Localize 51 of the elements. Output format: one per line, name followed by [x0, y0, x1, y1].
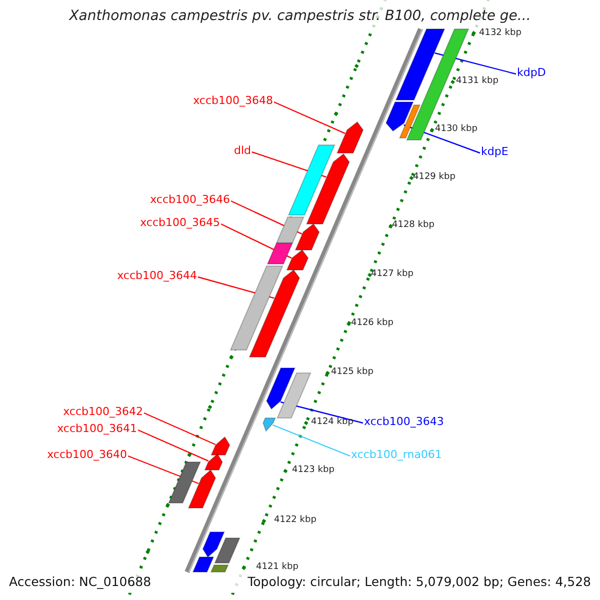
- gene-feature: [248, 269, 300, 358]
- scale-label: 4126 kbp: [351, 319, 394, 328]
- scale-label: 4121 kbp: [256, 563, 298, 572]
- scale-label: 4130 kbp: [435, 125, 478, 134]
- gene-feature: [286, 249, 309, 270]
- scale-label: 4124 kbp: [311, 418, 354, 427]
- scale-label: 4122 kbp: [274, 516, 316, 525]
- gene-label: dld: [234, 145, 251, 156]
- gene-feature: [168, 462, 202, 504]
- gene-feature: [288, 144, 336, 216]
- gene-label: xccb100_3640: [47, 449, 127, 460]
- gene-feature: [266, 242, 294, 264]
- gene-label: xccb100_3641: [57, 423, 137, 434]
- gene-label: xccb100_rna061: [351, 449, 442, 460]
- gene-feature: [276, 216, 304, 244]
- gene-feature: [398, 104, 421, 138]
- gene-label: xccb100_3642: [63, 406, 143, 417]
- gene-feature: [276, 372, 312, 418]
- gene-feature: [395, 28, 446, 100]
- scale-label: 4127 kbp: [371, 270, 414, 279]
- gene-feature: [266, 368, 296, 410]
- gene-feature: [230, 266, 284, 350]
- scale-label: 4125 kbp: [331, 368, 374, 377]
- gene-label: xccb100_3644: [117, 270, 197, 281]
- gene-feature: [336, 121, 364, 154]
- scale-label: 4128 kbp: [392, 221, 434, 230]
- gene-feature: [210, 436, 230, 456]
- gene-feature: [386, 102, 414, 132]
- leader-line: [272, 424, 350, 457]
- genome-info-text: Topology: circular; Length: 5,079,002 bp; Genes: 4,528: [248, 576, 591, 588]
- scale-label: 4131 kbp: [456, 77, 498, 86]
- gene-label: kdpD: [517, 67, 546, 78]
- gene-feature: [262, 418, 276, 432]
- scale-label: 4132 kbp: [479, 29, 522, 38]
- gene-feature: [204, 453, 223, 470]
- leader-line: [138, 429, 209, 462]
- gene-label: xccb100_3643: [364, 416, 444, 427]
- gene-feature: [202, 532, 225, 558]
- scale-label: 4129 kbp: [413, 173, 456, 182]
- gene-feature: [188, 469, 216, 508]
- gene-label: xccb100_3645: [140, 217, 220, 228]
- scale-label: 4123 kbp: [292, 466, 334, 475]
- gene-label: xccb100_3648: [193, 95, 273, 106]
- leader-line: [274, 101, 346, 134]
- gene-label: xccb100_3646: [150, 194, 230, 205]
- gene-feature: [214, 538, 240, 564]
- leader-line: [144, 412, 216, 446]
- accession-text: Accession: NC_010688: [9, 576, 152, 588]
- gene-label: kdpE: [481, 146, 508, 157]
- gene-feature: [306, 153, 350, 224]
- gene-feature: [294, 223, 320, 250]
